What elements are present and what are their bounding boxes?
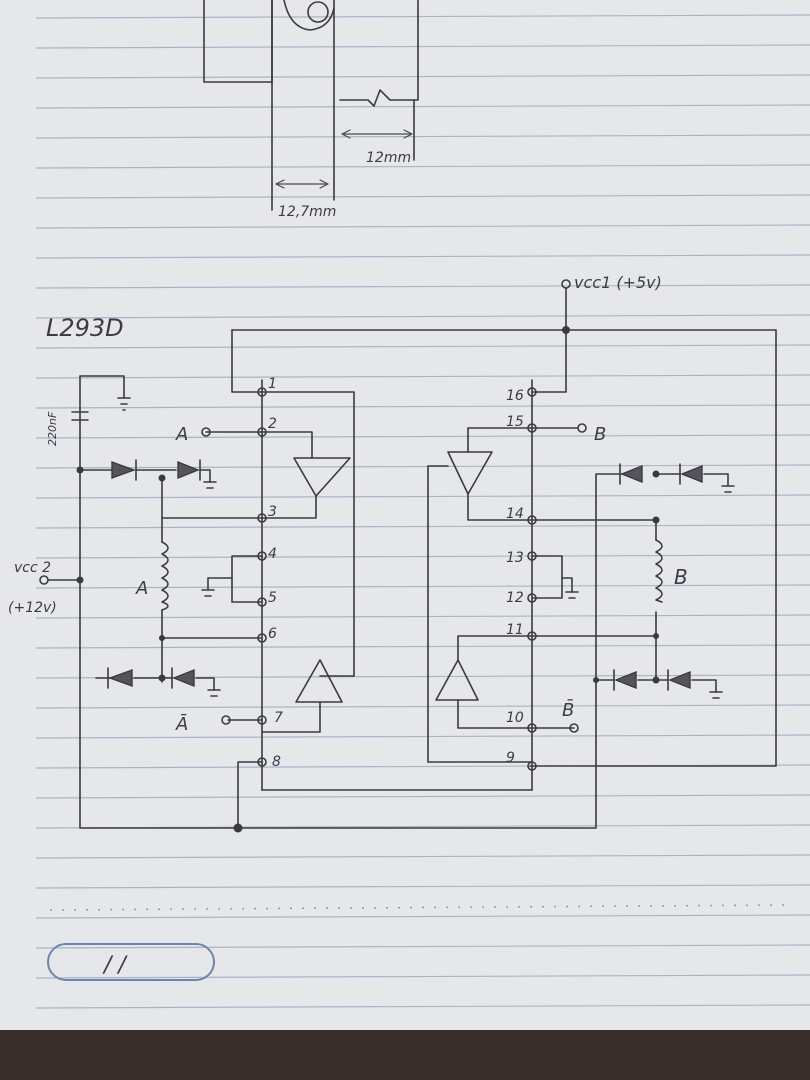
pin-6: 6 <box>268 626 277 642</box>
rule-line <box>35 254 810 259</box>
pin-11: 11 <box>506 622 524 638</box>
rule-line <box>35 14 810 19</box>
rule-line <box>35 734 810 739</box>
coil-a <box>161 541 169 611</box>
pin-15: 15 <box>506 414 524 430</box>
pin-12: 12 <box>506 590 524 606</box>
vcc2-volt-label: (+12v) <box>8 600 57 616</box>
rule-line <box>35 524 810 529</box>
pin-9: 9 <box>506 750 515 766</box>
vcc2-label: vcc 2 <box>14 560 51 576</box>
input-b-bar-label: B̄ <box>562 699 574 721</box>
rule-line <box>35 794 810 799</box>
pin-2: 2 <box>268 416 277 432</box>
vcc1-label: vcc1 (+5v) <box>574 273 662 292</box>
chip-title: L293D <box>46 314 124 342</box>
rule-line <box>35 914 810 919</box>
table-surface <box>0 1030 810 1080</box>
pin-13: 13 <box>506 550 524 566</box>
rule-line <box>35 344 810 349</box>
rule-line <box>35 404 810 409</box>
capacitor-label: 220nF <box>46 411 59 446</box>
rule-line <box>35 1004 810 1009</box>
input-a-label: A <box>175 424 188 445</box>
rule-line <box>35 974 810 979</box>
rule-line <box>35 854 810 859</box>
pin-4: 4 <box>268 546 277 562</box>
rule-line <box>35 224 810 229</box>
pin-circles <box>39 387 587 771</box>
rule-line <box>35 374 810 379</box>
coil-a-label: A <box>135 578 148 599</box>
pin-3: 3 <box>268 504 277 520</box>
rule-line <box>35 944 810 949</box>
rule-line <box>35 614 810 619</box>
paper <box>0 0 810 1030</box>
rule-line <box>35 884 810 889</box>
junction-dots <box>76 326 660 833</box>
rule-line <box>35 434 810 439</box>
pin-7: 7 <box>274 710 283 726</box>
rule-line <box>35 74 810 79</box>
pin-10: 10 <box>506 710 524 726</box>
pin-14: 14 <box>506 506 524 522</box>
date-label: / / <box>102 953 128 978</box>
rule-line <box>35 554 810 559</box>
pin-1: 1 <box>268 376 277 392</box>
rule-line <box>35 164 810 169</box>
pin-labels: 1 2 3 4 5 6 7 8 9 10 11 12 13 14 15 16 <box>268 376 524 770</box>
diodes <box>107 459 703 691</box>
rule-line <box>35 194 810 199</box>
rule-line <box>35 644 810 649</box>
top-mechanical-sketch: 12mm 12,7mm <box>203 0 419 220</box>
pin-16: 16 <box>506 388 524 404</box>
dim-12mm: 12mm <box>366 150 411 166</box>
coil-b <box>655 539 663 603</box>
input-a-bar-label: Ā <box>175 713 188 735</box>
rule-line <box>35 134 810 139</box>
rule-line <box>35 284 810 289</box>
rule-line <box>35 44 810 49</box>
date-box <box>47 943 215 981</box>
input-b-label: B <box>594 424 606 445</box>
pin-8: 8 <box>272 754 281 770</box>
rule-line <box>35 464 810 469</box>
rule-line <box>35 314 810 319</box>
dim-12-7mm: 12,7mm <box>278 204 336 220</box>
pin-5: 5 <box>268 590 277 606</box>
rule-line <box>35 494 810 499</box>
rule-line <box>35 104 810 109</box>
coil-b-label: B <box>674 565 688 589</box>
rule-line <box>35 704 810 709</box>
